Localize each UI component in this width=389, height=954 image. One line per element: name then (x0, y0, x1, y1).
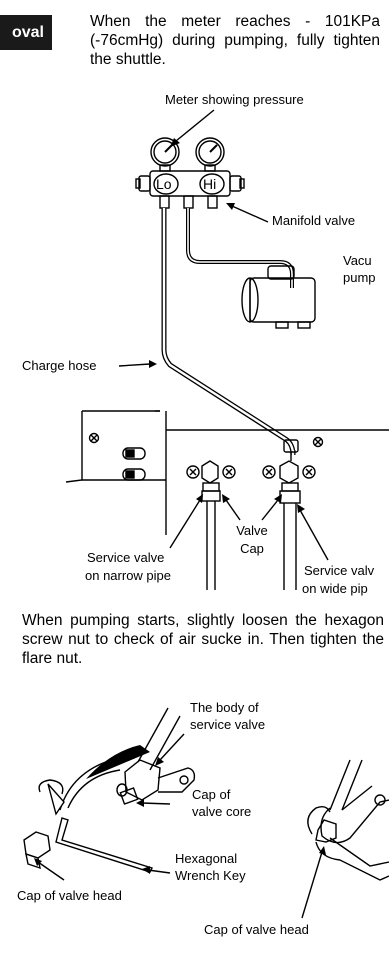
lo-gauge (150, 137, 180, 167)
valve-body-label-2: service valve (190, 717, 266, 732)
pumping-instruction: When pumping starts, slightly loosen the… (22, 612, 384, 667)
valve-core-cap-label-1: Cap of (192, 787, 231, 802)
section-tab: oval (0, 15, 52, 50)
lo-valve-knob (153, 173, 179, 195)
valve-cap-label-1: Valve (236, 523, 268, 538)
lo-label: Lo (156, 176, 172, 192)
meter-leader-line (175, 109, 215, 142)
service-valve-narrow-label-1: Service valve (87, 550, 165, 565)
wide-valve-body (279, 460, 299, 484)
valve-cap-label-2: Cap (240, 541, 264, 556)
hexagonal-wrench (55, 817, 153, 873)
wrench-label-1: Hexagonal (175, 851, 238, 866)
wrench-label-2: Wrench Key (175, 868, 246, 883)
hi-valve-knob (199, 173, 225, 195)
meter-label: Meter showing pressure (165, 92, 304, 107)
service-valve-narrow-label-2: on narrow pipe (85, 568, 171, 583)
hi-label: Hi (203, 176, 217, 192)
vacuum-pump-label-1: Vacu (343, 253, 372, 268)
left-valve-head-cap-label: Cap of valve head (17, 888, 122, 903)
manifold-valve-label: Manifold valve (272, 213, 356, 228)
service-valve-wide-label-2: on wide pip (302, 581, 368, 596)
narrow-valve-body (201, 460, 219, 484)
hi-gauge (195, 137, 225, 167)
service-valve-body (124, 759, 161, 801)
valve-body-label-1: The body of (190, 700, 259, 715)
service-valve-wide-label-1: Service valv (304, 563, 375, 578)
vacuum-pump-label-2: pump (343, 270, 376, 285)
right-valve-head-cap (315, 819, 337, 843)
valve-core-cap-label-2: valve core (192, 804, 252, 819)
right-valve-head-cap-label: Cap of valve head (204, 922, 309, 937)
intro-instruction: When the meter reaches - 101KPa (-76cmHg… (90, 13, 380, 68)
charge-hose-label: Charge hose (22, 358, 97, 373)
